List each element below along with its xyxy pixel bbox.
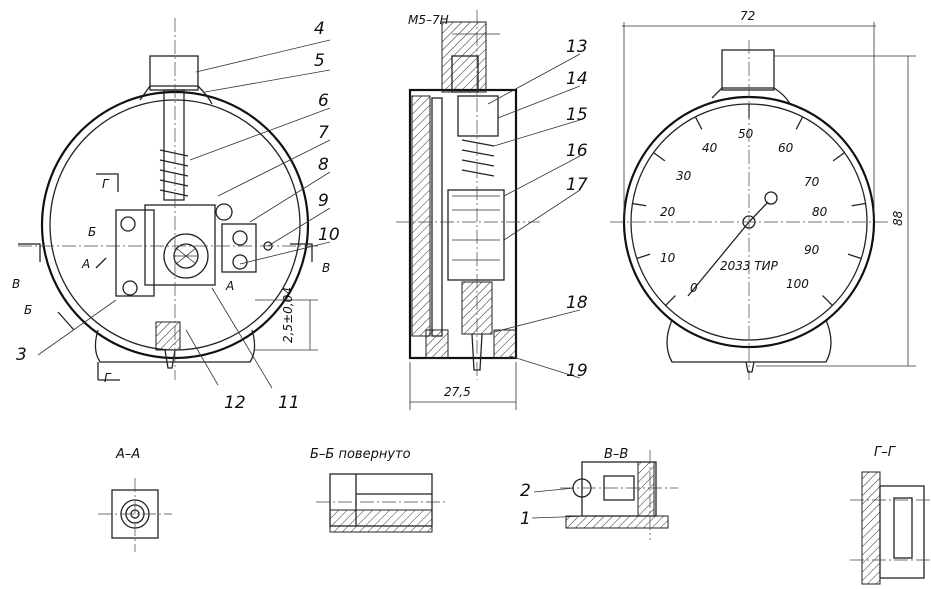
leader-8: 8 bbox=[318, 155, 329, 175]
leader-12: 12 bbox=[224, 393, 246, 413]
dial-label-50: 50 bbox=[738, 127, 754, 141]
leader-18: 18 bbox=[566, 293, 588, 313]
dial-scale-labels: 0 10 20 30 40 50 60 70 80 90 100 bbox=[660, 127, 828, 295]
section-mark-a-left: А bbox=[81, 257, 90, 271]
dimension-thread: М5–7Н bbox=[408, 13, 449, 27]
dial-label-90: 90 bbox=[804, 243, 820, 257]
dial-view bbox=[610, 22, 916, 380]
section-a-a-view bbox=[98, 478, 172, 552]
spindle bbox=[163, 89, 185, 201]
dimension-side-width: 27,5 bbox=[444, 385, 471, 399]
dial-tick bbox=[653, 152, 666, 162]
section-mark-v-left: В bbox=[12, 277, 20, 291]
section-v-v-view bbox=[531, 450, 678, 540]
leader-19: 19 bbox=[566, 361, 588, 381]
section-mark-g-top: Г bbox=[102, 177, 110, 191]
side-wall-hatch bbox=[411, 95, 431, 337]
section-mark-g-bottom: Г bbox=[104, 371, 112, 385]
section-v-v-title: В–В bbox=[604, 447, 628, 462]
dial-marking: 2033 ТИР bbox=[720, 259, 779, 273]
right-bracket bbox=[221, 223, 257, 273]
leader-17: 17 bbox=[566, 175, 588, 195]
side-section-view bbox=[396, 10, 581, 410]
dial-label-10: 10 bbox=[660, 251, 676, 265]
left-block bbox=[115, 209, 155, 297]
gear-large bbox=[163, 233, 209, 279]
dial-needle-tail bbox=[748, 201, 769, 223]
dial-tick bbox=[822, 295, 833, 306]
dial-tick bbox=[694, 116, 703, 130]
dial-label-30: 30 bbox=[676, 169, 692, 183]
dial-tick bbox=[636, 253, 651, 260]
leader-3: 3 bbox=[16, 345, 27, 365]
dimension-tip-height: 2,5±0,04 bbox=[281, 287, 295, 343]
dial-label-40: 40 bbox=[702, 141, 718, 155]
leader-11: 11 bbox=[278, 393, 300, 413]
leader-15: 15 bbox=[566, 105, 588, 125]
mechanism-block bbox=[447, 189, 505, 281]
dial-label-80: 80 bbox=[812, 205, 828, 219]
upper-block bbox=[457, 95, 499, 137]
spring bbox=[159, 149, 189, 197]
leader-1: 1 bbox=[520, 509, 531, 529]
section-a-a-title: А–А bbox=[115, 447, 140, 462]
section-mark-b-bottom: Б bbox=[24, 303, 32, 317]
dimension-front-height: 88 bbox=[891, 210, 905, 226]
top-boss bbox=[149, 55, 199, 91]
dial-top-boss bbox=[721, 49, 775, 91]
side-spring bbox=[461, 139, 495, 177]
leader-14: 14 bbox=[566, 69, 588, 89]
section-b-b-title: Б–Б повернуто bbox=[310, 447, 411, 462]
leader-16: 16 bbox=[566, 141, 588, 161]
leader-4: 4 bbox=[314, 19, 325, 39]
probe-sleeve bbox=[155, 321, 181, 351]
leader-7: 7 bbox=[318, 123, 329, 143]
dial-label-20: 20 bbox=[660, 205, 676, 219]
section-mark-a-right: А bbox=[225, 279, 234, 293]
leader-2: 2 bbox=[520, 481, 531, 501]
dial-tick bbox=[795, 116, 804, 130]
leader-5: 5 bbox=[314, 51, 325, 71]
section-b-b-view bbox=[316, 473, 446, 533]
leader-6: 6 bbox=[318, 91, 329, 111]
dial-tick bbox=[665, 295, 676, 306]
section-mark-v-right: В bbox=[322, 261, 330, 275]
mechanism-view bbox=[18, 18, 331, 389]
probe-tip bbox=[164, 349, 176, 369]
dial-needle bbox=[687, 221, 750, 297]
top-fitting bbox=[441, 21, 487, 93]
section-g-g-title: Г–Г bbox=[874, 445, 897, 460]
dial-tick bbox=[847, 253, 862, 260]
dial-tick bbox=[632, 202, 647, 207]
gear-housing bbox=[144, 204, 216, 286]
leader-9: 9 bbox=[318, 191, 329, 211]
section-g-g-view bbox=[850, 471, 931, 585]
dial-tick bbox=[832, 152, 845, 162]
dial-label-100: 100 bbox=[786, 277, 809, 291]
dimension-front-width: 72 bbox=[740, 9, 755, 23]
dial-label-70: 70 bbox=[804, 175, 820, 189]
dial-tick bbox=[851, 202, 866, 207]
dial-label-0: 0 bbox=[690, 281, 698, 295]
leader-10: 10 bbox=[318, 225, 340, 245]
section-mark-b-top: Б bbox=[88, 225, 96, 239]
dial-label-60: 60 bbox=[778, 141, 794, 155]
leader-13: 13 bbox=[566, 37, 588, 57]
